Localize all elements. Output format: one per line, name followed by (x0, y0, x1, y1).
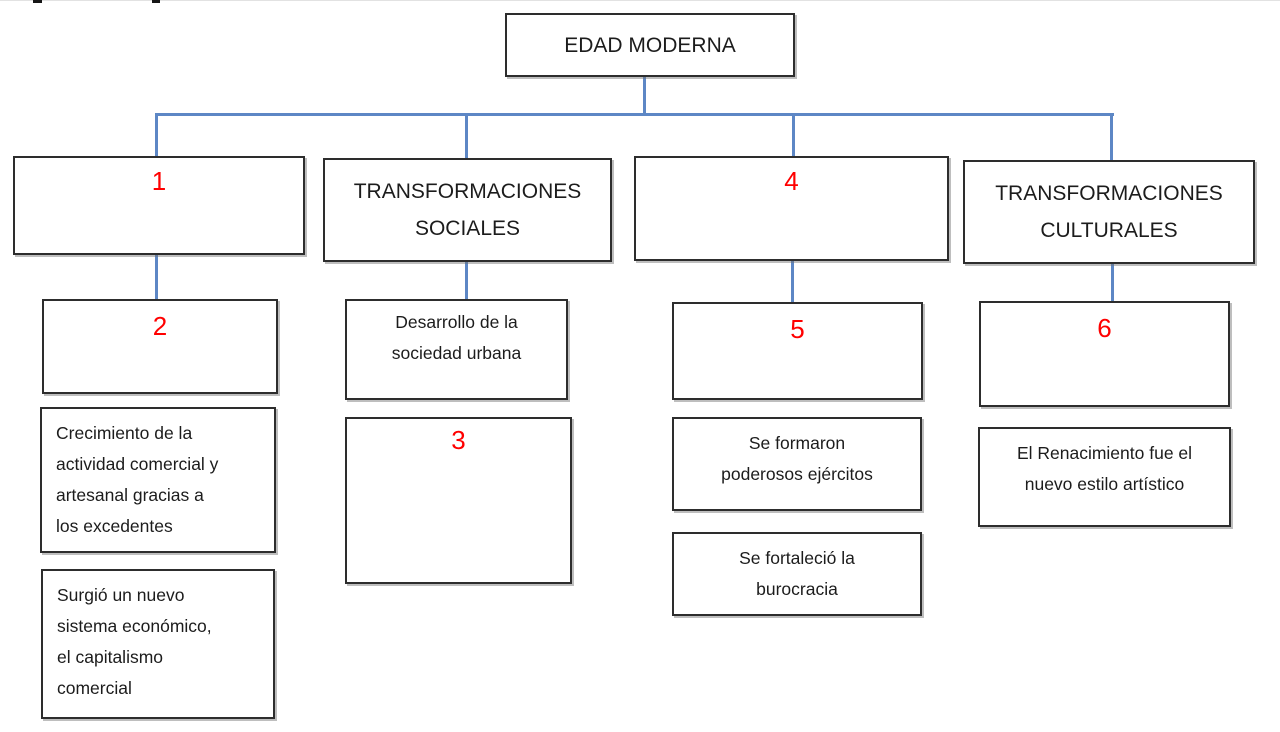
connector-root-down (643, 77, 646, 115)
node-placeholder-3: 3 (345, 417, 572, 584)
connector-rail-to-col1 (155, 113, 158, 157)
node-renacimiento-estilo-artistico: El Renacimiento fue el nuevo estilo artí… (978, 427, 1231, 527)
connector-horizontal-rail (156, 113, 1114, 116)
connector-col2-child (465, 262, 468, 300)
connector-col4-child (1111, 264, 1114, 302)
node-transformaciones-sociales: TRANSFORMACIONES SOCIALES (323, 158, 612, 262)
connector-rail-to-col4 (1110, 113, 1113, 161)
connector-rail-to-col2 (465, 113, 468, 159)
node-edad-moderna: EDAD MODERNA (505, 13, 795, 77)
page-edge-line (0, 0, 1280, 1)
node-desarrollo-sociedad-urbana: Desarrollo de la sociedad urbana (345, 299, 568, 400)
node-se-formaron-ejercitos: Se formaron poderosos ejércitos (672, 417, 922, 511)
node-surgio-capitalismo-comercial: Surgió un nuevo sistema económico, el ca… (41, 569, 275, 719)
node-crecimiento-actividad-comercial: Crecimiento de la actividad comercial y … (40, 407, 276, 553)
node-se-fortalecio-burocracia: Se fortaleció la burocracia (672, 532, 922, 616)
node-placeholder-2: 2 (42, 299, 278, 394)
cropped-text-artifact (33, 0, 42, 3)
connector-col1-child (155, 255, 158, 300)
node-placeholder-6: 6 (979, 301, 1230, 407)
connector-rail-to-col3 (792, 113, 795, 157)
node-placeholder-4: 4 (634, 156, 949, 261)
node-placeholder-1: 1 (13, 156, 305, 255)
cropped-text-artifact (152, 0, 160, 3)
connector-col3-child (791, 261, 794, 303)
node-placeholder-5: 5 (672, 302, 923, 400)
node-transformaciones-culturales: TRANSFORMACIONES CULTURALES (963, 160, 1255, 264)
